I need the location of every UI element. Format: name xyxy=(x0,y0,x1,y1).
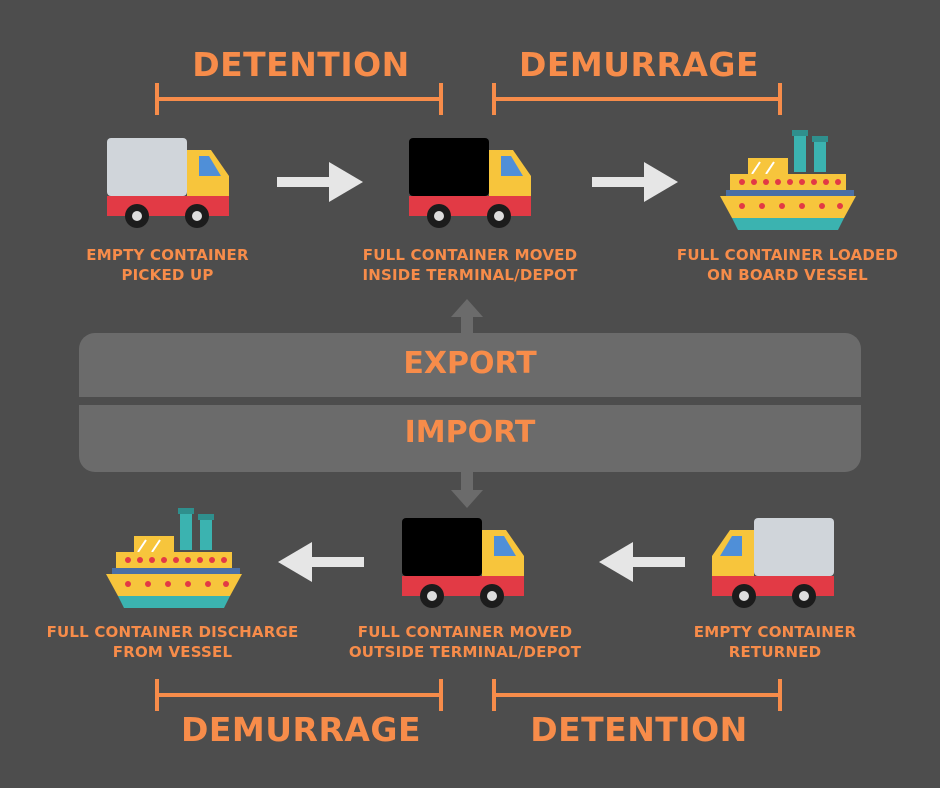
ship-icon xyxy=(718,130,858,232)
arrow-right-icon xyxy=(277,160,365,204)
step-label-line1: FULL CONTAINER MOVED xyxy=(362,246,578,264)
bottom-demurrage-label: DEMURRAGE xyxy=(180,710,422,749)
arrow-left-icon xyxy=(597,540,685,584)
truck-full-icon xyxy=(400,516,528,608)
step-label-line2: INSIDE TERMINAL/DEPOT xyxy=(362,266,578,284)
step-label-line2: FROM VESSEL xyxy=(112,643,233,661)
arrow-left-icon xyxy=(276,540,364,584)
truck-empty-icon xyxy=(105,136,233,228)
arrow-right-icon xyxy=(592,160,680,204)
top-demurrage-bracket xyxy=(492,83,782,115)
truck-full-icon xyxy=(407,136,535,228)
step-label-line1: FULL CONTAINER MOVED xyxy=(357,623,573,641)
step-label-line2: OUTSIDE TERMINAL/DEPOT xyxy=(348,643,582,661)
step-label-line1: FULL CONTAINER DISCHARGE xyxy=(46,623,299,641)
step-loaded-on-vessel: FULL CONTAINER LOADED ON BOARD VESSEL xyxy=(660,245,915,285)
top-detention-label: DETENTION xyxy=(192,45,410,84)
step-full-inside-terminal: FULL CONTAINER MOVED INSIDE TERMINAL/DEP… xyxy=(335,245,605,285)
step-label-line1: EMPTY CONTAINER xyxy=(86,246,249,264)
export-band: EXPORT xyxy=(403,346,537,381)
arrow-up-icon xyxy=(449,299,485,339)
step-full-outside-terminal: FULL CONTAINER MOVED OUTSIDE TERMINAL/DE… xyxy=(330,622,600,662)
top-demurrage-label: DEMURRAGE xyxy=(518,45,760,84)
step-discharge-from-vessel: FULL CONTAINER DISCHARGE FROM VESSEL xyxy=(40,622,305,662)
step-label-line2: PICKED UP xyxy=(121,266,214,284)
truck-empty-icon xyxy=(708,516,836,608)
bottom-demurrage-bracket xyxy=(155,679,443,711)
bottom-detention-bracket xyxy=(492,679,782,711)
top-detention-bracket xyxy=(155,83,443,115)
panel-divider xyxy=(79,397,861,405)
step-empty-returned: EMPTY CONTAINER RETURNED xyxy=(670,622,880,662)
export-import-panel: EXPORT IMPORT xyxy=(79,333,861,472)
step-label-line1: FULL CONTAINER LOADED xyxy=(676,246,899,264)
step-label-line2: RETURNED xyxy=(728,643,822,661)
import-band: IMPORT xyxy=(404,415,536,450)
arrow-down-icon xyxy=(449,468,485,508)
step-empty-picked-up: EMPTY CONTAINER PICKED UP xyxy=(60,245,275,285)
bottom-detention-label: DETENTION xyxy=(530,710,748,749)
ship-icon xyxy=(104,508,244,610)
step-label-line2: ON BOARD VESSEL xyxy=(707,266,868,284)
step-label-line1: EMPTY CONTAINER xyxy=(693,623,857,641)
